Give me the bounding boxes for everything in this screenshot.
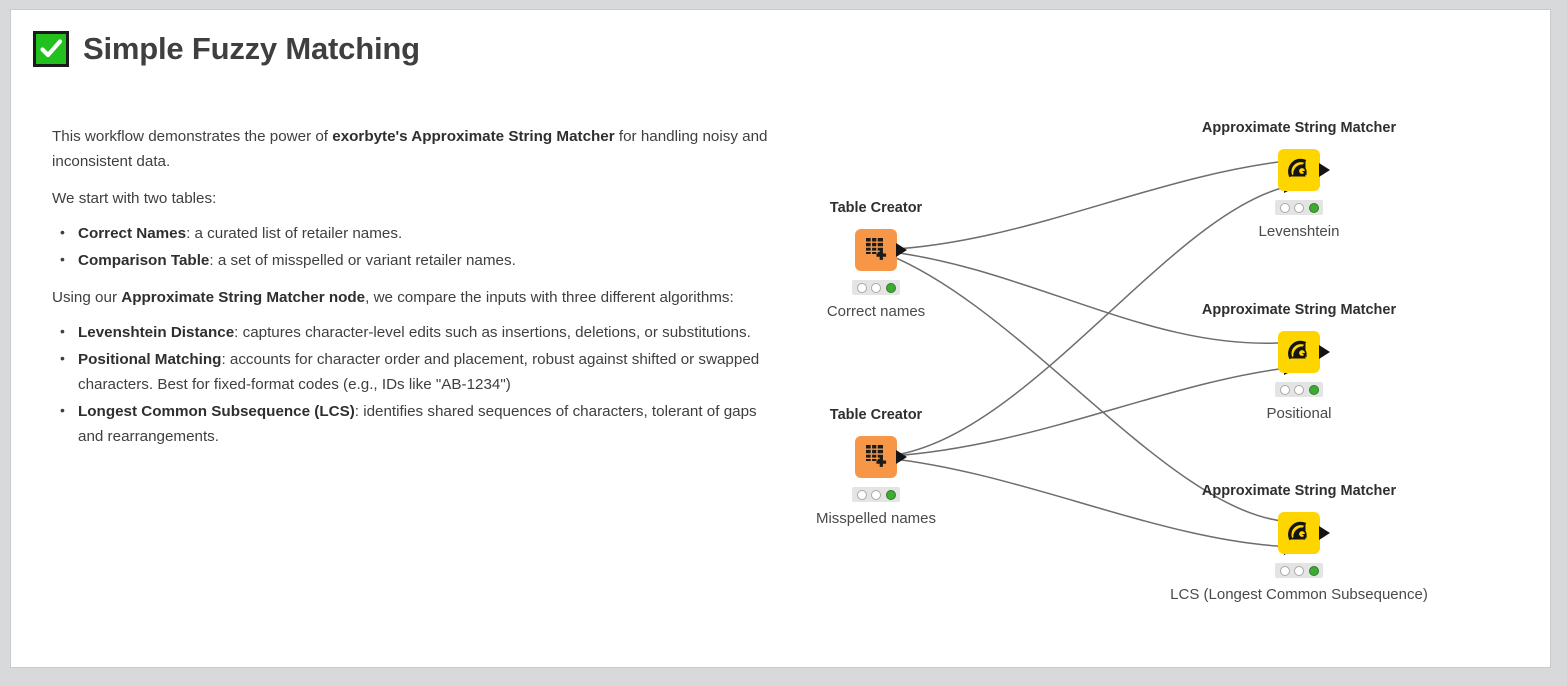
intro-before: This workflow demonstrates the power of xyxy=(52,128,333,145)
string-matcher-icon[interactable] xyxy=(1278,149,1320,191)
workflow-description-card: Simple Fuzzy Matching This workflow demo… xyxy=(10,9,1551,668)
status-dot-ok xyxy=(885,282,896,293)
status-dot-idle xyxy=(1294,384,1304,395)
algorithms-list: Levenshtein Distance: captures character… xyxy=(52,319,782,449)
node-label: Correct names xyxy=(826,303,926,320)
algorithms-lead-bold: Approximate String Matcher node xyxy=(121,289,366,306)
list-item: Comparison Table: a set of misspelled or… xyxy=(60,247,782,273)
status-dot-idle xyxy=(1279,384,1290,395)
algorithm-term: Longest Common Subsequence (LCS) xyxy=(78,403,355,420)
node-label: Levenshtein xyxy=(1258,223,1340,240)
algorithms-lead: Using our Approximate String Matcher nod… xyxy=(52,285,782,310)
status-dot-idle xyxy=(856,282,867,293)
string-matcher-icon[interactable] xyxy=(1278,331,1320,373)
tables-list: Correct Names: a curated list of retaile… xyxy=(52,220,782,273)
algorithm-term: Levenshtein Distance xyxy=(78,324,235,341)
node-label: Positional xyxy=(1266,405,1332,422)
status-dot-idle xyxy=(1294,565,1304,576)
node-status-bar xyxy=(852,280,900,295)
node-title: Table Creator xyxy=(829,407,923,423)
node-title: Approximate String Matcher xyxy=(1201,483,1397,499)
green-check-icon xyxy=(33,31,69,67)
list-item: Longest Common Subsequence (LCS): identi… xyxy=(60,398,782,449)
node-title: Approximate String Matcher xyxy=(1201,302,1397,318)
output-port[interactable] xyxy=(1319,526,1330,540)
algorithm-term: Positional Matching xyxy=(78,351,222,368)
status-dot-idle xyxy=(871,282,881,293)
list-item: Levenshtein Distance: captures character… xyxy=(60,319,782,345)
status-dot-ok xyxy=(1308,202,1319,213)
algorithm-definition: : identifies shared sequences of charact… xyxy=(78,403,757,445)
intro-bold: exorbyte's Approximate String Matcher xyxy=(332,128,615,145)
intro-after: for handling noisy and inconsistent data… xyxy=(52,128,768,170)
output-port[interactable] xyxy=(1319,345,1330,359)
output-port[interactable] xyxy=(1319,163,1330,177)
tables-lead: We start with two tables: xyxy=(52,190,217,207)
table-definition: : a set of misspelled or variant retaile… xyxy=(209,252,516,269)
node-status-bar xyxy=(1275,382,1323,397)
node-label: Misspelled names xyxy=(815,510,937,527)
table-term: Correct Names xyxy=(78,225,187,242)
workflow-canvas[interactable]: Table Creator xyxy=(771,10,1550,667)
node-title: Table Creator xyxy=(829,200,923,216)
status-dot-idle xyxy=(1279,565,1290,576)
page-title: Simple Fuzzy Matching xyxy=(83,31,420,66)
algorithms-lead-after: , we compare the inputs with three diffe… xyxy=(365,289,734,306)
status-dot-idle xyxy=(856,489,867,500)
string-matcher-icon[interactable] xyxy=(1278,512,1320,554)
status-dot-idle xyxy=(871,489,881,500)
table-definition: : a curated list of retailer names. xyxy=(186,225,403,242)
status-dot-ok xyxy=(1308,565,1319,576)
description-text: This workflow demonstrates the power of … xyxy=(52,124,782,461)
table-plus-icon[interactable] xyxy=(855,436,897,478)
status-dot-ok xyxy=(885,489,896,500)
output-port[interactable] xyxy=(896,450,907,464)
algorithm-definition: : accounts for character order and place… xyxy=(78,351,760,393)
status-dot-idle xyxy=(1294,202,1304,213)
status-dot-ok xyxy=(1308,384,1319,395)
list-item: Correct Names: a curated list of retaile… xyxy=(60,220,782,246)
node-status-bar xyxy=(1275,200,1323,215)
list-item: Positional Matching: accounts for charac… xyxy=(60,346,782,397)
algorithm-definition: : captures character-level edits such as… xyxy=(234,324,751,341)
connection-wires xyxy=(875,153,1299,555)
node-label: LCS (Longest Common Subsequence) xyxy=(1170,586,1428,603)
table-term: Comparison Table xyxy=(78,252,210,269)
node-title: Approximate String Matcher xyxy=(1201,120,1397,136)
page-header: Simple Fuzzy Matching xyxy=(33,31,420,67)
algorithms-lead-before: Using our xyxy=(52,289,122,306)
status-dot-idle xyxy=(1279,202,1290,213)
output-port[interactable] xyxy=(896,243,907,257)
node-status-bar xyxy=(1275,563,1323,578)
node-status-bar xyxy=(852,487,900,502)
intro-paragraph: This workflow demonstrates the power of … xyxy=(52,124,782,174)
table-plus-icon[interactable] xyxy=(855,229,897,271)
